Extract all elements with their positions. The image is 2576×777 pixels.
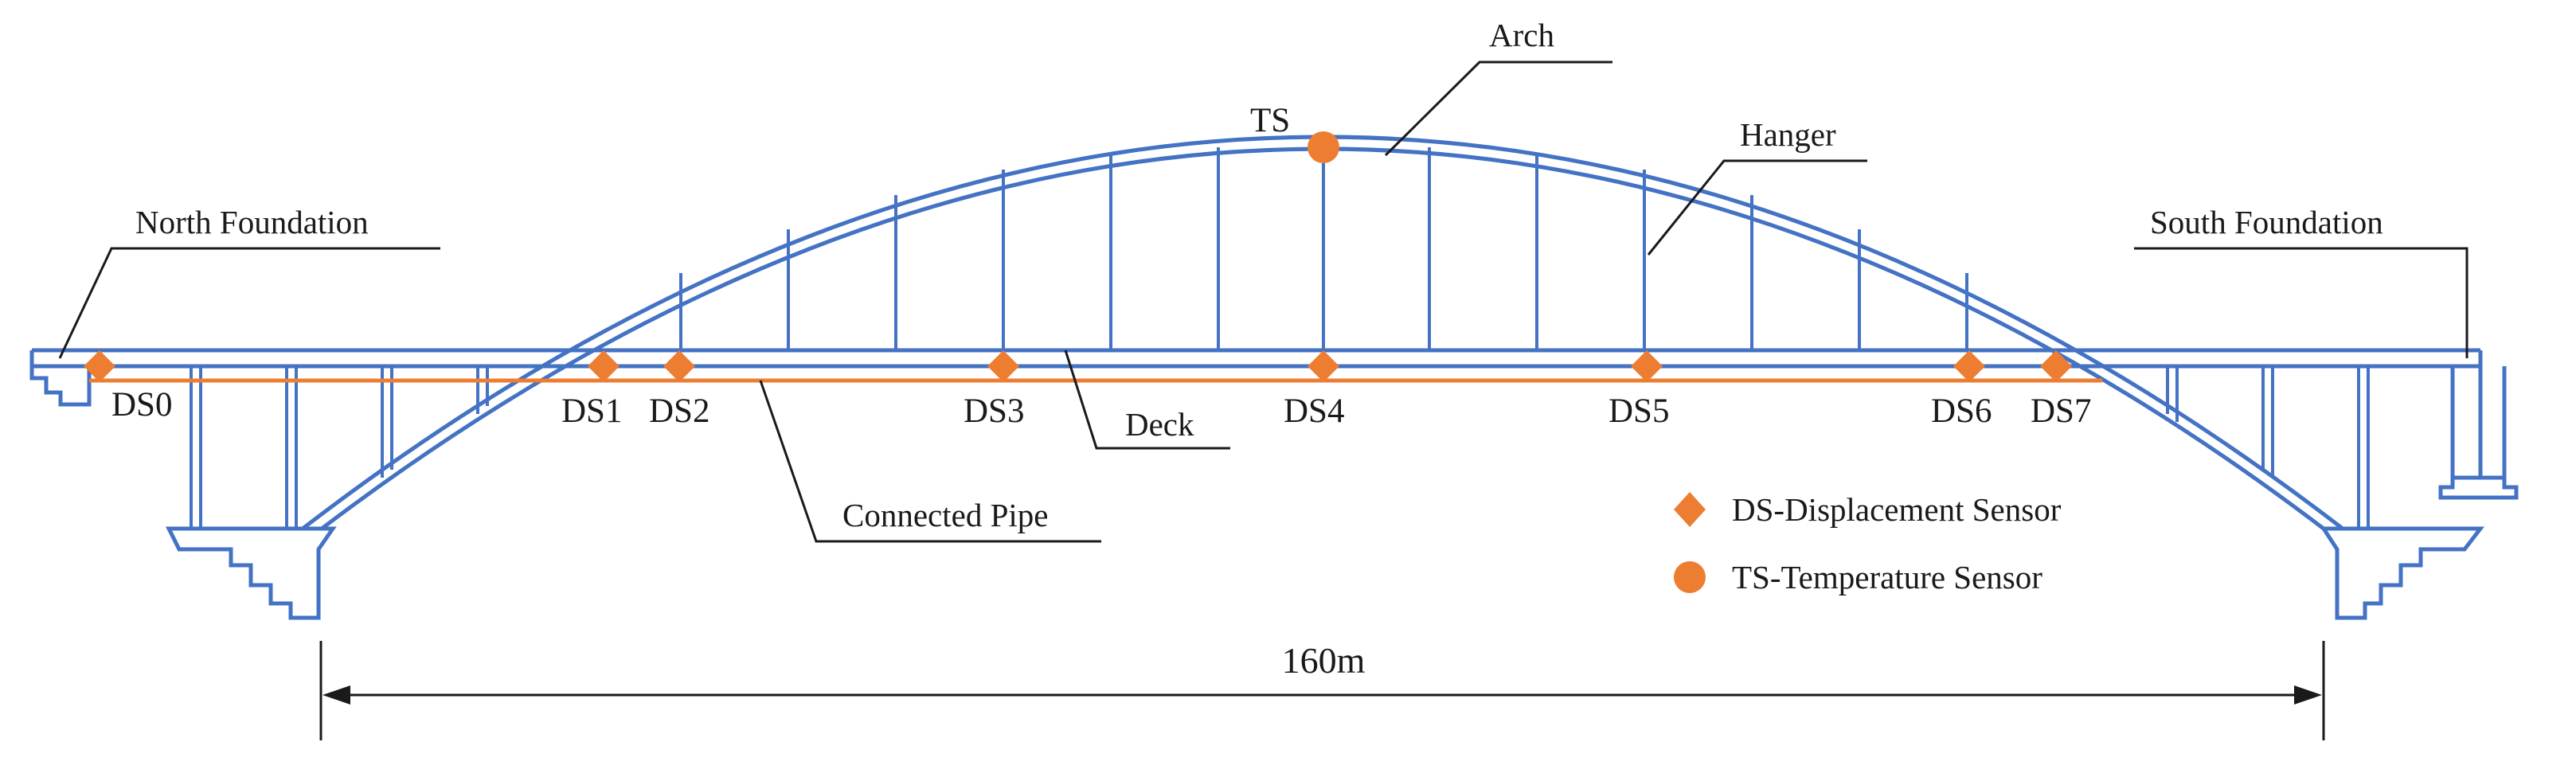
- hangers: [679, 147, 1968, 350]
- connected-pipe-leader: [759, 380, 1101, 543]
- circle-icon: [1674, 561, 1706, 593]
- south-abutment: [2438, 350, 2519, 500]
- sensor-label-ds5: DS5: [1609, 392, 1669, 430]
- sensor-label-ds4: DS4: [1284, 392, 1344, 430]
- sensor-marker-ds7: [2040, 350, 2072, 382]
- sensor-label-ds2: DS2: [649, 392, 709, 430]
- north-abutment: [29, 366, 92, 407]
- sensor-marker-ds5: [1631, 350, 1663, 382]
- legend: DS-Displacement Sensor TS-Temperature Se…: [1674, 491, 2062, 595]
- sensor-label-ds1: DS1: [561, 392, 622, 430]
- arch-label: Arch: [1489, 17, 1554, 53]
- legend-temperature-text: TS-Temperature Sensor: [1732, 559, 2042, 595]
- right-arrow-icon: [2294, 685, 2322, 705]
- sensor-label-ds3: DS3: [964, 392, 1024, 430]
- span-label: 160m: [1282, 640, 1366, 681]
- temperature-sensor-label: TS: [1250, 102, 1290, 139]
- sensor-label-ds7: DS7: [2031, 392, 2091, 430]
- left-arch-foundation: [165, 526, 337, 620]
- hanger-leader: [1647, 159, 1867, 256]
- south-foundation-label: South Foundation: [2150, 204, 2383, 240]
- arch-leader: [1384, 61, 1612, 157]
- deck-label: Deck: [1125, 406, 1194, 443]
- sensor-marker-ds3: [987, 350, 1019, 382]
- left-arrow-icon: [322, 685, 350, 705]
- deck: [29, 348, 2483, 369]
- span-dimension: 160m: [319, 640, 2325, 740]
- sensor-marker-ds6: [1953, 350, 1985, 382]
- temperature-sensor-marker: [1308, 131, 1339, 163]
- diamond-icon: [1674, 492, 1706, 527]
- sensor-marker-ds4: [1308, 350, 1339, 382]
- north-foundation-leader: [58, 247, 440, 359]
- hanger-label: Hanger: [1740, 116, 1836, 153]
- sensor-marker-ds2: [663, 350, 695, 382]
- sensor-marker-ds1: [588, 350, 620, 382]
- deck-leader: [1064, 349, 1230, 450]
- sensor-marker-ds0: [84, 350, 115, 382]
- approach-columns-right: [2166, 366, 2370, 529]
- sensor-label-ds0: DS0: [111, 386, 172, 424]
- sensor-label-ds6: DS6: [1931, 392, 1992, 430]
- approach-columns-left: [190, 366, 489, 529]
- north-foundation-label: North Foundation: [135, 204, 369, 240]
- south-foundation-leader: [2134, 247, 2469, 358]
- connected-pipe-label: Connected Pipe: [842, 497, 1048, 533]
- legend-displacement-text: DS-Displacement Sensor: [1732, 491, 2062, 528]
- right-arch-foundation: [2320, 526, 2485, 620]
